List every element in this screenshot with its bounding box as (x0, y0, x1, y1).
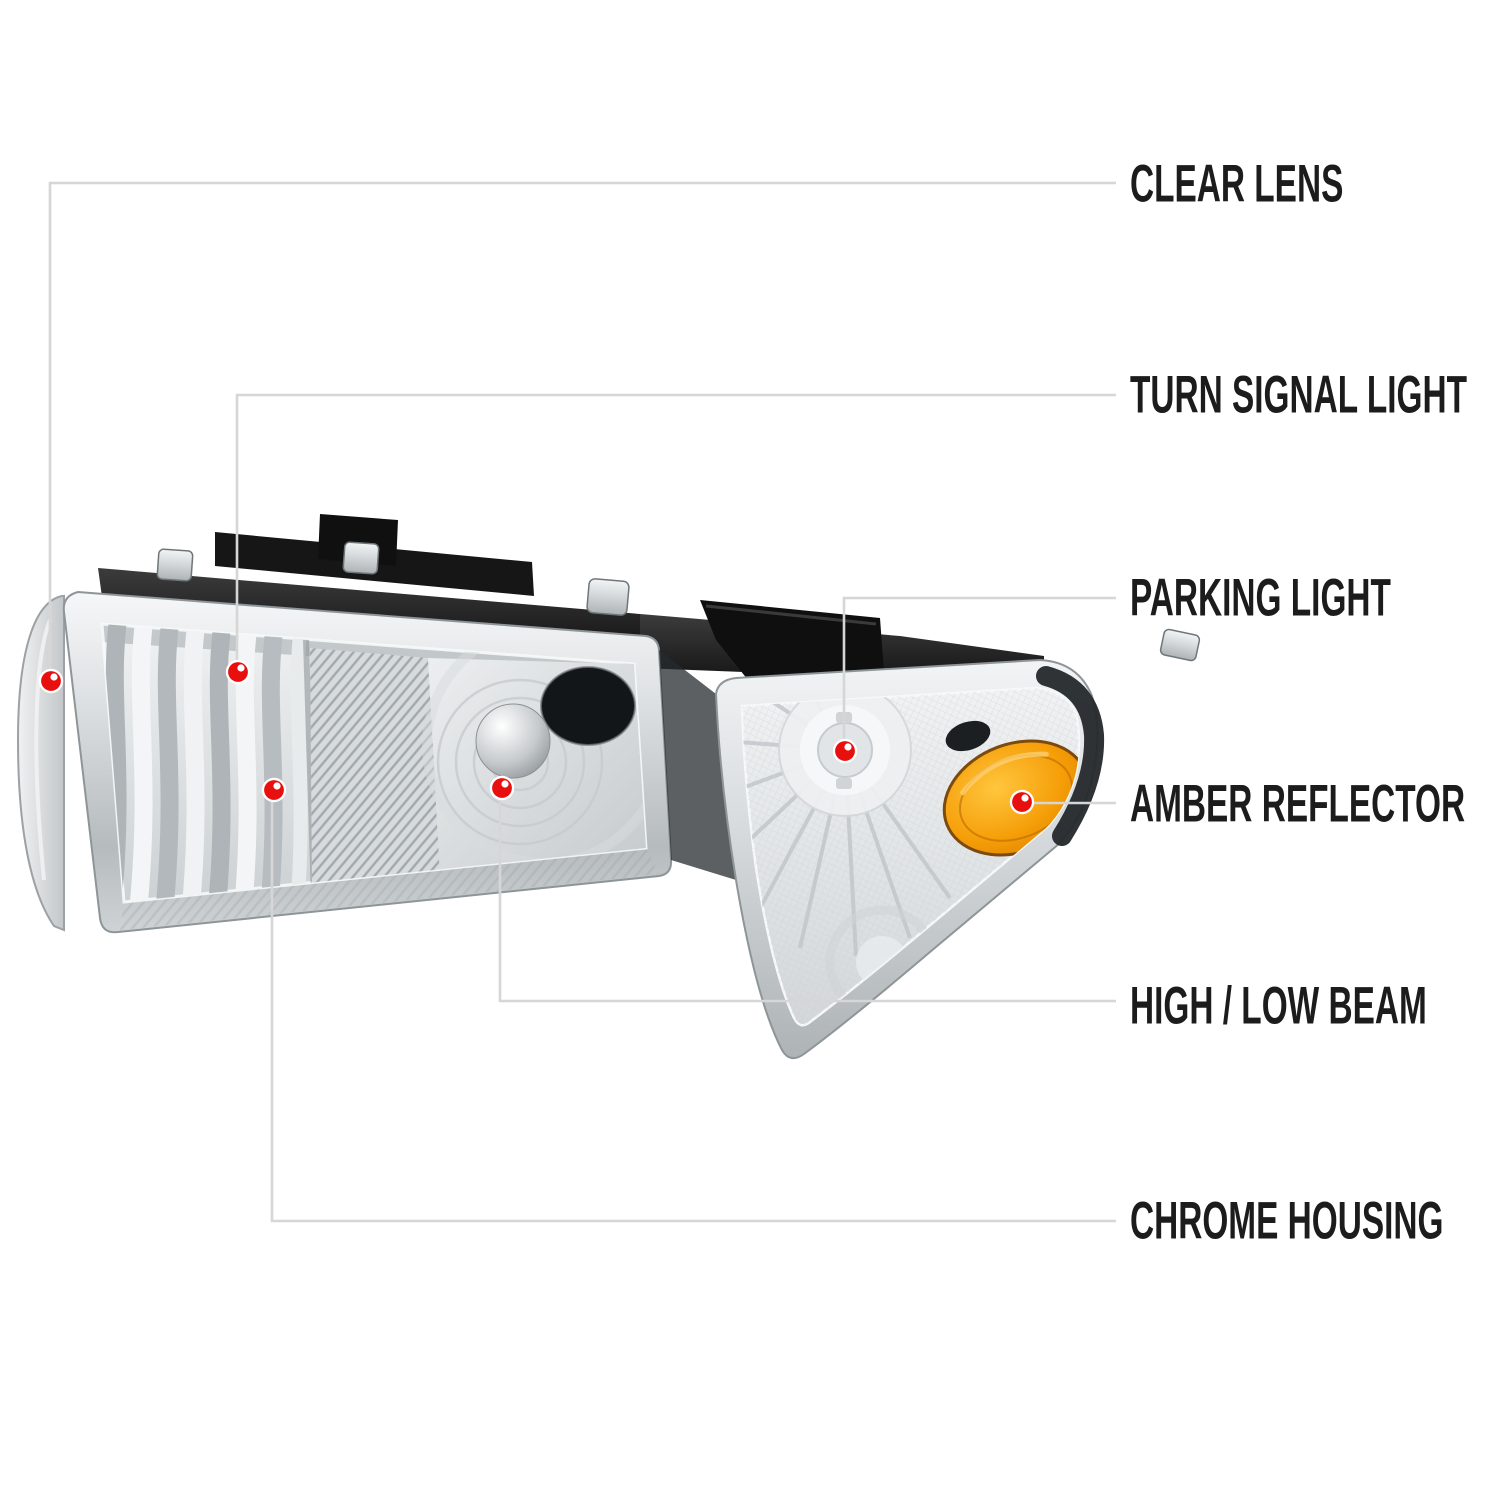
marker-dot-high-low-beam (489, 775, 515, 801)
marker-dots (38, 659, 1035, 815)
bracket-riser-edge (705, 604, 877, 626)
callout-line-parking-light (842, 596, 1116, 744)
main-headlamp (62, 590, 673, 934)
clip (586, 578, 630, 616)
callout-label-text: TURN SIGNAL LIGHT (1130, 365, 1467, 425)
callout-label-amber-reflector: AMBER REFLECTOR (1130, 778, 1500, 831)
callout-label-turn-signal-light: TURN SIGNAL LIGHT (1130, 369, 1500, 422)
clip (342, 541, 380, 575)
callout-label-text: CLEAR LENS (1130, 154, 1344, 214)
callout-label-clear-lens: CLEAR LENS (1130, 158, 1469, 211)
marker-dot-amber-reflector (1009, 789, 1035, 815)
corner-lamp (714, 658, 1105, 1060)
marker-dot-parking-light (832, 738, 858, 764)
turn-signal-hatch (310, 648, 440, 892)
socket-notch (836, 778, 852, 789)
beam-concentric-rings (436, 678, 604, 846)
corner-tip-black-rim (1036, 666, 1105, 846)
callout-lines (48, 181, 1116, 1223)
bulb-hole (541, 667, 635, 745)
callout-line-chrome-housing (270, 798, 1116, 1223)
bulb-hole-rim (540, 666, 636, 746)
callout-line-clear-lens (48, 181, 1116, 672)
clip (1159, 628, 1201, 662)
callout-line-high-low-beam (498, 796, 1116, 1003)
clear-side-lens (16, 595, 65, 932)
bottom-hatch-strip (120, 848, 659, 930)
callout-label-text: PARKING LIGHT (1130, 568, 1391, 628)
callout-label-text: AMBER REFLECTOR (1130, 774, 1466, 834)
marker-dot-clear-lens (38, 668, 64, 694)
bulb-shade (945, 720, 991, 752)
callout-label-chrome-housing: CHROME HOUSING (1130, 1195, 1500, 1248)
chrome-bulb-cap (475, 703, 551, 779)
marker-dot-turn-signal-light (225, 659, 251, 685)
mounting-clips (156, 541, 1201, 662)
callout-label-parking-light: PARKING LIGHT (1130, 572, 1500, 625)
marker-dot-chrome-housing (261, 777, 287, 803)
callout-label-text: HIGH / LOW BEAM (1130, 976, 1427, 1036)
callout-label-text: CHROME HOUSING (1130, 1191, 1444, 1251)
callout-label-high-low-beam: HIGH / LOW BEAM (1130, 980, 1500, 1033)
clip (156, 548, 194, 582)
callout-line-turn-signal-light (235, 393, 1116, 664)
